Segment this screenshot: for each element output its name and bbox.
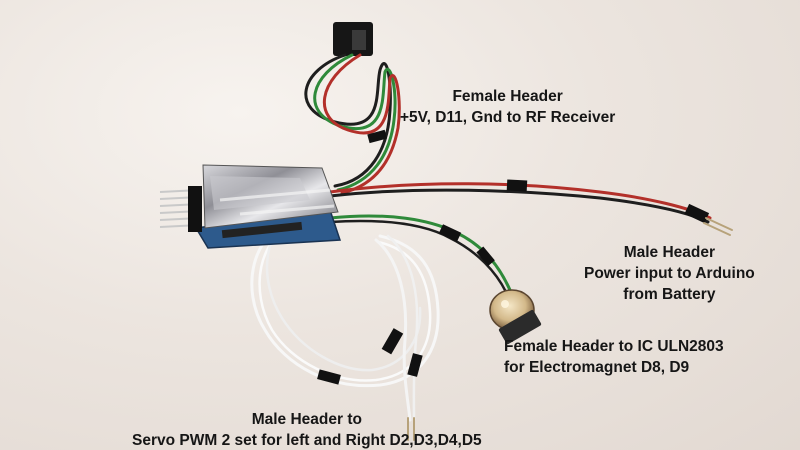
annotation-electromagnet: Female Header to IC ULN2803 for Electrom… — [504, 336, 724, 378]
annotation-servo: Male Header to Servo PWM 2 set for left … — [132, 409, 482, 450]
annotation-line: Power input to Arduino — [584, 265, 755, 282]
annotation-rf-receiver: Female Header +5V, D11, Gnd to RF Receiv… — [400, 86, 615, 128]
electromagnet-wires — [328, 214, 512, 294]
annotation-line: Female Header to IC ULN2803 — [504, 338, 724, 355]
annotation-line: Male Header — [623, 244, 716, 261]
servo-wires — [250, 212, 440, 441]
power-wires — [328, 179, 733, 236]
annotation-power-input: Male Header Power input to Arduino from … — [584, 242, 755, 305]
annotation-line: Male Header to — [251, 411, 362, 428]
annotation-line: Servo PWM 2 set for left and Right D2,D3… — [132, 432, 482, 449]
arduino-board — [159, 164, 342, 249]
annotation-line: for Electromagnet D8, D9 — [504, 359, 690, 376]
annotation-line: from Battery — [623, 286, 716, 303]
annotation-line: Female Header — [452, 88, 563, 105]
rf-female-header — [333, 22, 373, 56]
rf-receiver-wires — [304, 53, 401, 195]
electromagnet-connector — [489, 289, 542, 345]
annotation-line: +5V, D11, Gnd to RF Receiver — [400, 109, 616, 126]
